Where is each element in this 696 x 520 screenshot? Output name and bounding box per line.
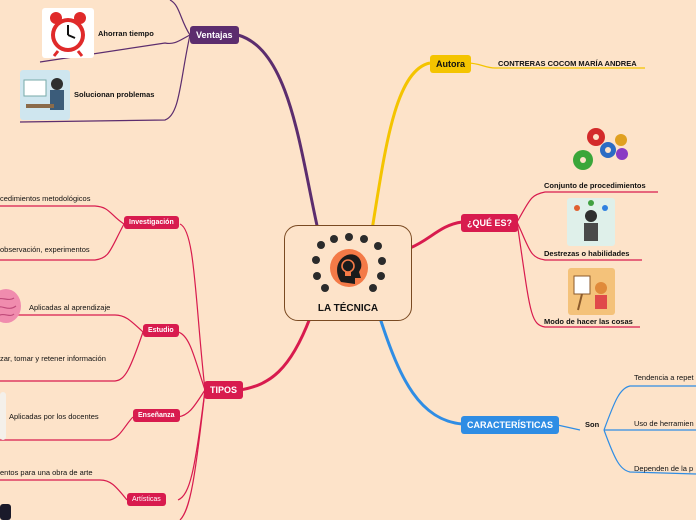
branch-ventajas[interactable]: Ventajas	[190, 26, 239, 44]
teacher-image	[0, 392, 6, 440]
estudio-item: Aplicadas al aprendizaje	[29, 303, 111, 312]
artwork-image	[0, 504, 11, 520]
que-es-item: Conjunto de procedimientos	[544, 181, 646, 190]
gears-icon	[570, 124, 630, 174]
tipo-investigacion[interactable]: Investigación	[124, 216, 179, 229]
investigacion-item: cedimientos metodológicos	[0, 194, 91, 203]
caracteristicas-item: Tendencia a repet	[634, 373, 694, 382]
que-es-item: Modo de hacer las cosas	[544, 317, 633, 326]
brain-icon	[0, 286, 22, 326]
branch-tipos[interactable]: TIPOS	[204, 381, 244, 399]
lightbulb-head-icon	[312, 233, 386, 292]
juggling-person-icon	[567, 198, 615, 246]
alarm-clock-icon	[42, 8, 94, 58]
ensenanza-item: Aplicadas por los docentes	[9, 412, 99, 421]
caracteristicas-item: Dependen de la p	[634, 464, 694, 473]
investigacion-item: observación, experimentos	[0, 245, 90, 254]
que-es-item: Destrezas o habilidades	[544, 249, 630, 258]
central-topic[interactable]: LA TÉCNICA	[284, 225, 412, 321]
autora-name: CONTRERAS COCOM MARÍA ANDREA	[498, 59, 637, 68]
tipo-estudio[interactable]: Estudio	[143, 324, 179, 337]
central-topic-title: LA TÉCNICA	[317, 303, 379, 314]
artisticas-item: entos para una obra de arte	[0, 468, 93, 477]
ventajas-item: Solucionan problemas	[74, 90, 155, 99]
tipo-ensenanza[interactable]: Enseñanza	[133, 409, 180, 422]
branch-que-es[interactable]: ¿QUÉ ES?	[461, 214, 519, 232]
tipo-artisticas[interactable]: Artísticas	[127, 493, 166, 506]
caracteristicas-item: Uso de herramien	[634, 419, 694, 428]
painter-easel-icon	[568, 268, 615, 315]
branch-autora[interactable]: Autora	[430, 55, 471, 73]
caracteristicas-connector: Son	[585, 420, 600, 429]
branch-caracteristicas[interactable]: CARACTERÍSTICAS	[461, 416, 560, 434]
ventajas-item: Ahorran tiempo	[98, 29, 154, 38]
person-at-desk-icon	[20, 70, 70, 120]
estudio-item: zar, tomar y retener información	[0, 354, 106, 363]
